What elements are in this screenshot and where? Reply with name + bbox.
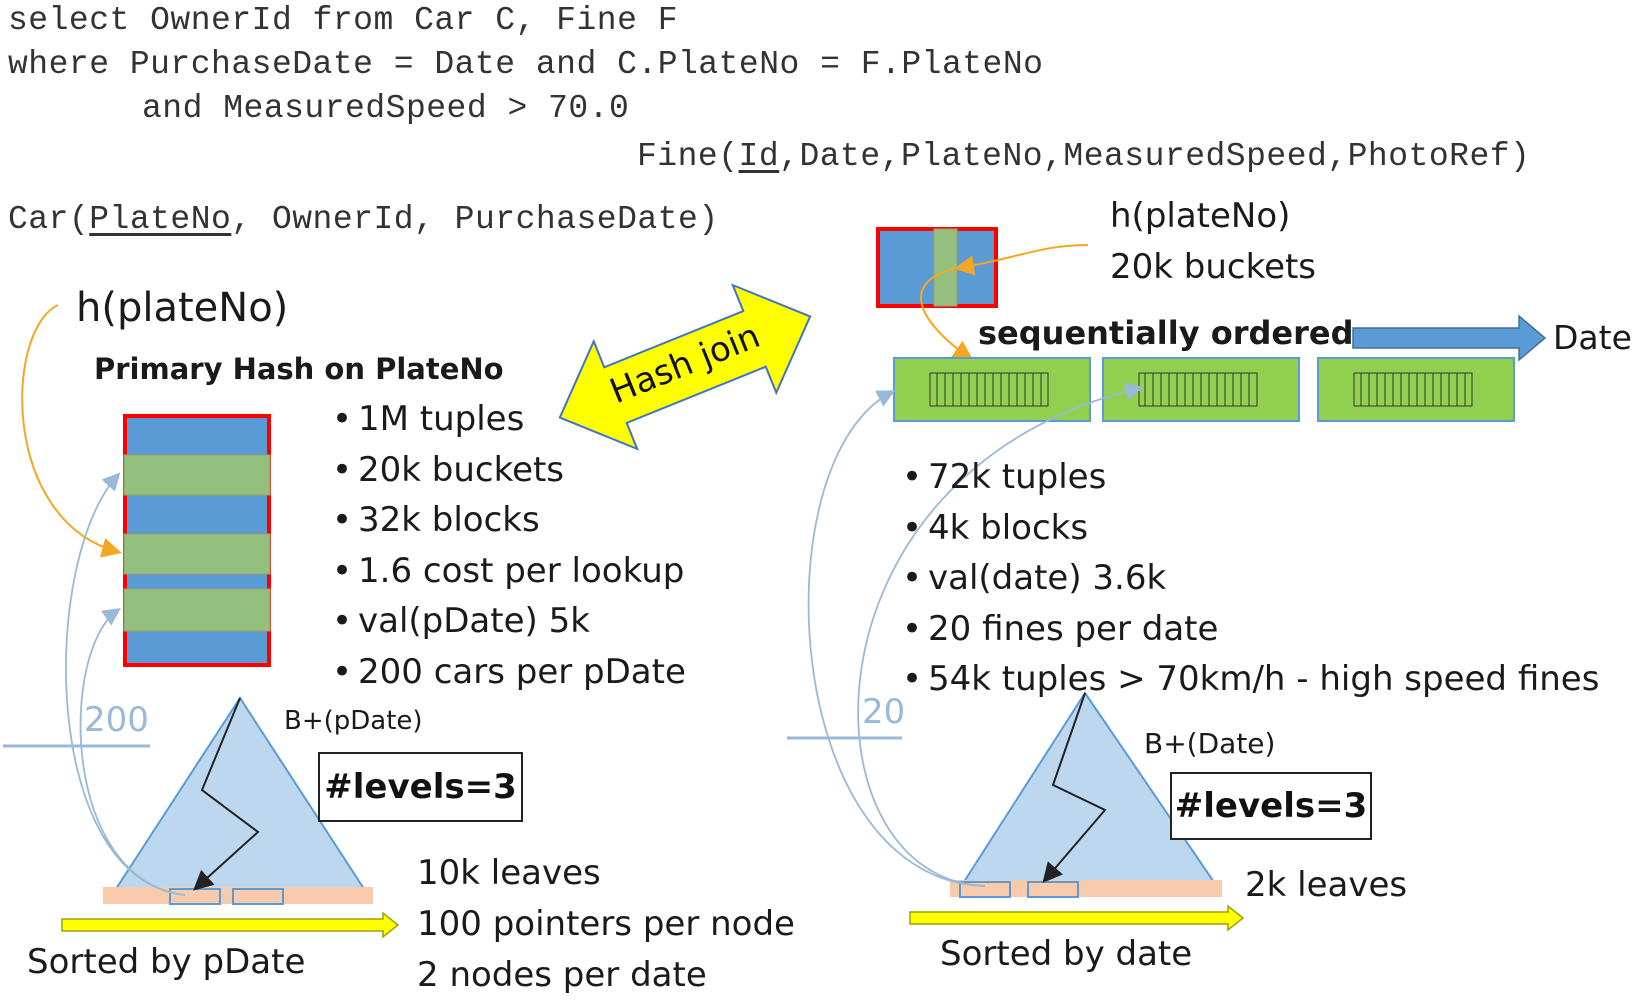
- fine-schema-prefix: Fine(: [637, 138, 739, 175]
- right-search-path: [1042, 692, 1107, 884]
- left-leaf-stat: 10k leaves: [417, 853, 601, 893]
- right-btree: [950, 691, 1222, 898]
- left-btree: [103, 696, 373, 905]
- right-hash-bucket: [876, 227, 998, 308]
- sequential-label: sequentially ordered: [978, 314, 1354, 352]
- car-schema-rest: , OwnerId, PurchaseDate): [231, 201, 719, 238]
- right-btree-label: B+(Date): [1144, 727, 1276, 760]
- left-stat: 1.6 cost per lookup: [328, 546, 686, 597]
- right-leaf-stat: 2k leaves: [1245, 865, 1408, 905]
- left-pointer-arrow: [79, 607, 186, 896]
- right-pointer-arrow: [807, 390, 986, 887]
- left-leaf-stats: 10k leaves 100 pointers per node 2 nodes…: [417, 848, 795, 1001]
- left-leaf-stat: 2 nodes per date: [417, 955, 707, 995]
- right-sorted-arrow: [909, 904, 1245, 932]
- right-stat: 4k blocks: [898, 503, 1599, 554]
- right-bucket-slot: [933, 228, 958, 307]
- left-stat: 32k blocks: [328, 495, 686, 546]
- left-index-title: Primary Hash on PlateNo: [94, 352, 504, 386]
- right-hash-label: h(plateNo): [1110, 196, 1291, 236]
- hash-bucket: [123, 533, 271, 575]
- right-buckets-label: 20k buckets: [1110, 247, 1317, 287]
- query-line-2: where PurchaseDate = Date and C.PlateNo …: [8, 46, 1044, 83]
- right-levels-box: #levels=3: [1170, 772, 1372, 840]
- query-line-3: and MeasuredSpeed > 70.0: [142, 90, 630, 127]
- left-stat: 200 cars per pDate: [328, 647, 686, 698]
- block-records: [1353, 372, 1473, 407]
- right-bucket-arrow: [920, 267, 974, 361]
- left-stat: 20k buckets: [328, 445, 686, 496]
- left-stats-list: 1M tuples 20k buckets 32k blocks 1.6 cos…: [328, 394, 686, 697]
- left-stat: 1M tuples: [328, 394, 686, 445]
- left-search-path: [193, 697, 260, 891]
- left-hash-arrow: [21, 304, 122, 558]
- fine-schema-key: Id: [738, 138, 780, 175]
- block-records: [1138, 372, 1258, 407]
- fine-schema: Fine(Id,Date,PlateNo,MeasuredSpeed,Photo…: [637, 138, 1530, 175]
- right-stat: 72k tuples: [898, 452, 1599, 503]
- left-levels-box: #levels=3: [318, 752, 523, 822]
- left-hash-table: [123, 414, 271, 667]
- left-pointer-count: 200: [84, 700, 149, 740]
- fine-schema-rest: ,Date,PlateNo,MeasuredSpeed,PhotoRef): [779, 138, 1531, 175]
- right-hash-arrow: [954, 244, 1089, 276]
- right-sequential-blocks: [893, 357, 1515, 422]
- right-leaf-level: [950, 880, 1222, 897]
- left-leaf-stat: 100 pointers per node: [417, 904, 795, 944]
- hash-bucket: [123, 588, 271, 632]
- right-leaf-node: [959, 881, 1011, 898]
- right-stat: 54k tuples > 70km/h - high speed fines: [898, 654, 1599, 705]
- block-records: [929, 372, 1049, 407]
- date-label: Date: [1553, 318, 1632, 357]
- left-sorted-label: Sorted by pDate: [27, 942, 306, 982]
- left-leaf-node: [232, 888, 284, 905]
- query-line-1: select OwnerId from Car C, Fine F: [8, 2, 679, 39]
- right-stats-list: 72k tuples 4k blocks val(date) 3.6k 20 f…: [898, 452, 1599, 705]
- left-btree-label: B+(pDate): [284, 706, 423, 736]
- left-stat: val(pDate) 5k: [328, 596, 686, 647]
- left-hash-label: h(plateNo): [76, 285, 289, 331]
- right-pointer-arrow: [857, 382, 1144, 887]
- date-order-arrow: [1352, 314, 1547, 362]
- hash-bucket: [123, 454, 271, 496]
- car-schema-prefix: Car(: [8, 201, 90, 238]
- right-stat: val(date) 3.6k: [898, 553, 1599, 604]
- right-pointer-count: 20: [862, 692, 906, 732]
- left-sorted-arrow: [61, 911, 400, 939]
- car-schema: Car(PlateNo, OwnerId, PurchaseDate): [8, 201, 719, 238]
- right-stat: 20 fines per date: [898, 604, 1599, 655]
- car-schema-key: PlateNo: [89, 201, 232, 238]
- right-sorted-label: Sorted by date: [940, 934, 1193, 974]
